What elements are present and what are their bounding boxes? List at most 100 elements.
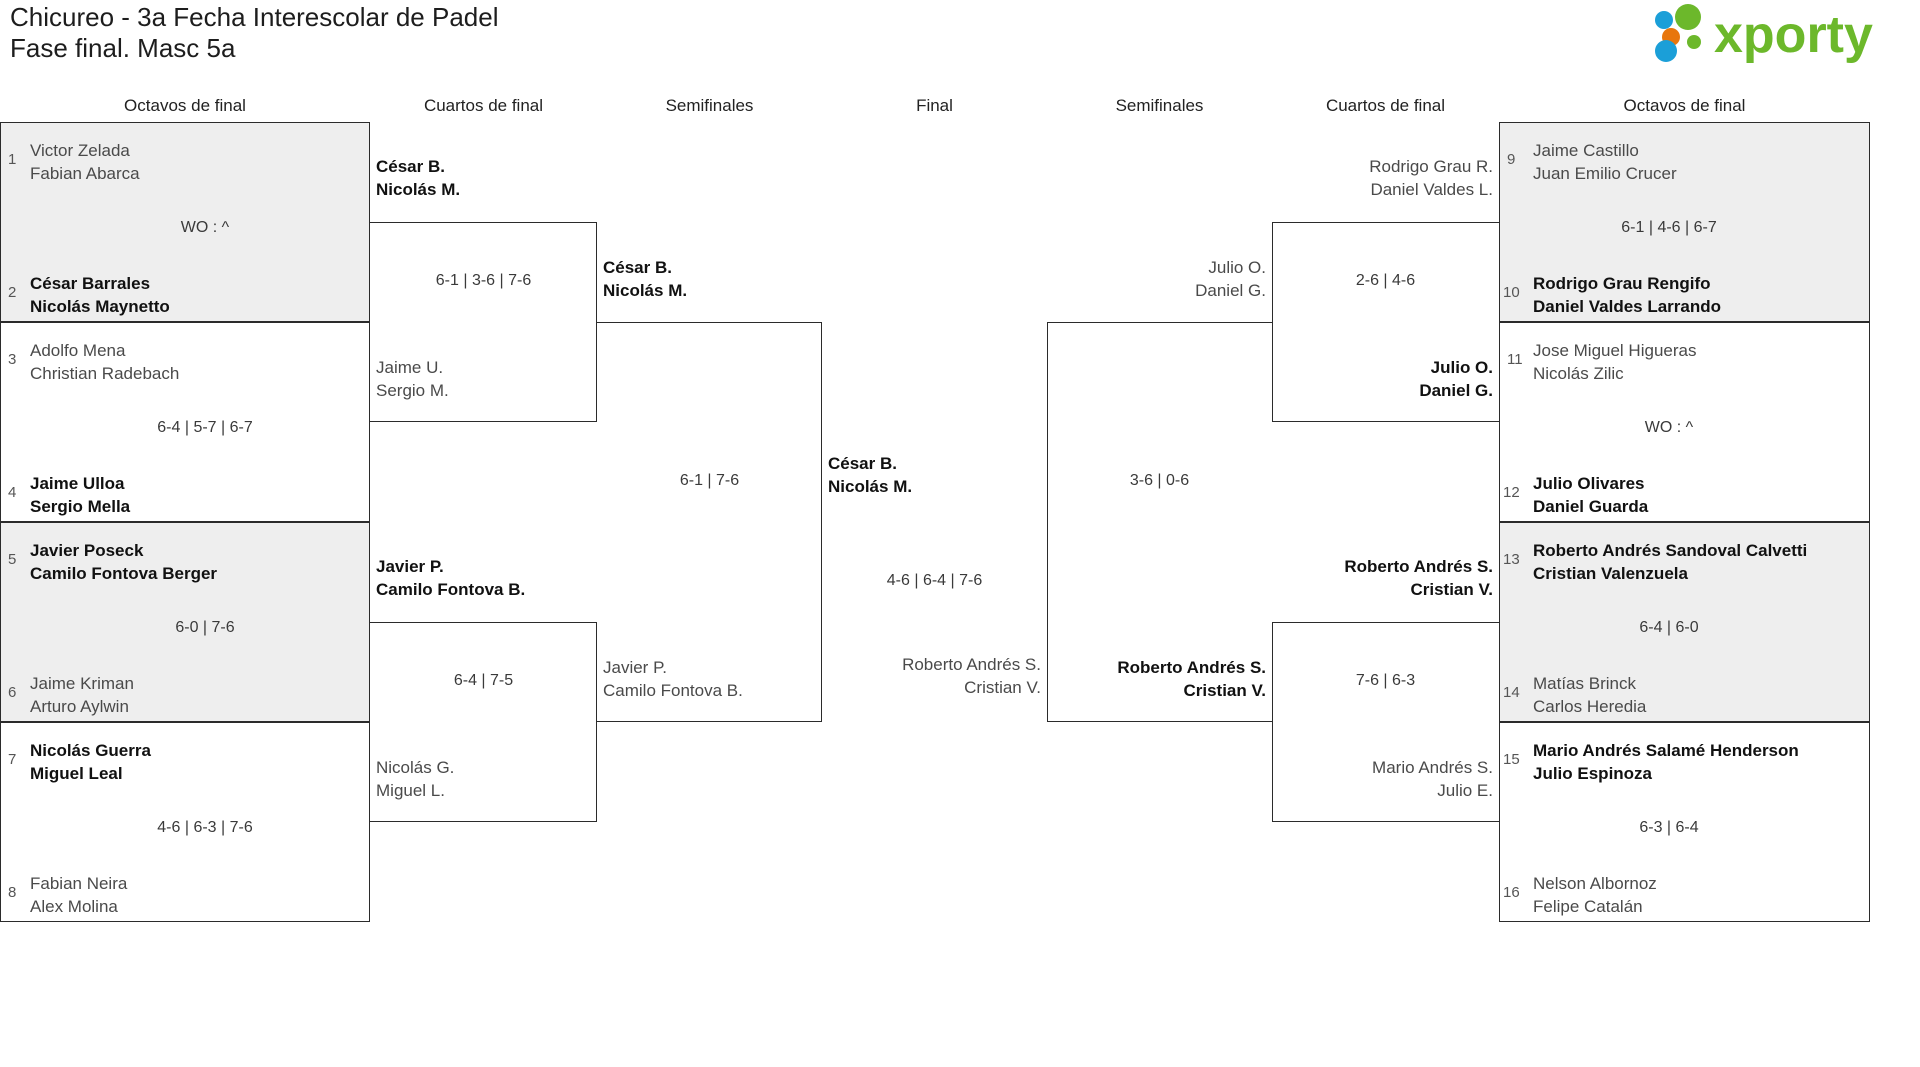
svg-text:xporty: xporty bbox=[1714, 6, 1873, 64]
team-left-sf-top: César B. Nicolás M. bbox=[603, 256, 687, 302]
team-right-11: Jose Miguel Higueras Nicolás Zilic bbox=[1533, 339, 1873, 385]
match-box-right-3[interactable] bbox=[1499, 522, 1870, 722]
round-label-right-r16: Octavos de final bbox=[1623, 96, 1746, 115]
team-right-15: Mario Andrés Salamé Henderson Julio Espi… bbox=[1533, 739, 1878, 785]
player-name: Cristian V. bbox=[964, 678, 1041, 697]
player-name: Nicolás M. bbox=[603, 281, 688, 300]
player-name: César B. bbox=[376, 157, 445, 176]
player-name: Nicolás M. bbox=[376, 180, 461, 199]
player-name: Adolfo Mena bbox=[30, 341, 126, 360]
player-name: Felipe Catalán bbox=[1533, 897, 1643, 916]
player-name: Javier P. bbox=[603, 658, 667, 677]
match-score: 6-4 | 7-5 bbox=[453, 672, 514, 689]
team-right-sf-bot: Roberto Andrés S. Cristian V. bbox=[1047, 656, 1266, 702]
player-name: Jaime Ulloa bbox=[30, 474, 125, 493]
seed-number: 5 bbox=[8, 551, 17, 568]
player-name: Camilo Fontova B. bbox=[376, 580, 526, 599]
team-left-2: César Barrales Nicolás Maynetto bbox=[30, 272, 1912, 318]
title-line-1: Chicureo - 3a Fecha Interescolar de Pade… bbox=[10, 2, 499, 32]
player-name: César B. bbox=[828, 454, 897, 473]
team-left-4: Jaime Ulloa Sergio Mella bbox=[30, 472, 1912, 518]
round-label-left-qf: Cuartos de final bbox=[423, 96, 544, 115]
player-name: Mario Andrés S. bbox=[1372, 758, 1493, 777]
match-box-right-1[interactable] bbox=[1499, 122, 1870, 322]
match-box-left-sf[interactable] bbox=[597, 322, 822, 722]
xporty-logo: xporty bbox=[1646, 4, 1896, 64]
match-box-left-1[interactable] bbox=[0, 122, 370, 322]
player-name: Victor Zelada bbox=[30, 141, 130, 160]
team-left-sf-bot: Javier P. Camilo Fontova B. bbox=[603, 656, 743, 702]
match-score: 4-6 | 6-4 | 7-6 bbox=[886, 572, 983, 589]
player-name: Roberto Andrés Sandoval Calvetti bbox=[1533, 541, 1808, 560]
player-name: Rodrigo Grau R. bbox=[1369, 157, 1493, 176]
match-box-left-4[interactable] bbox=[0, 722, 370, 922]
player-name: Daniel Guarda bbox=[1533, 497, 1649, 516]
player-name: Sergio M. bbox=[376, 381, 449, 400]
seed-number: 15 bbox=[1503, 751, 1520, 768]
player-name: Jose Miguel Higueras bbox=[1533, 341, 1697, 360]
seed-number: 7 bbox=[8, 751, 17, 768]
player-name: Fabian Abarca bbox=[30, 164, 140, 183]
match-box-right-qf-1[interactable] bbox=[1272, 222, 1499, 422]
match-box-left-3[interactable] bbox=[0, 522, 370, 722]
player-name: Fabian Neira bbox=[30, 874, 128, 893]
player-name: Miguel L. bbox=[376, 781, 445, 800]
team-final-top: César B. Nicolás M. bbox=[828, 452, 912, 498]
seed-number: 3 bbox=[8, 351, 17, 368]
match-score: 2-6 | 4-6 bbox=[1355, 272, 1416, 289]
player-name: Sergio Mella bbox=[30, 497, 131, 516]
match-score: 6-1 | 4-6 | 6-7 bbox=[1621, 219, 1717, 236]
match-score: 6-1 | 7-6 bbox=[679, 472, 740, 489]
player-name: Julio O. bbox=[1208, 258, 1266, 277]
match-box-right-qf-2[interactable] bbox=[1272, 622, 1499, 822]
match-score: 4-6 | 6-3 | 7-6 bbox=[157, 819, 253, 836]
round-label-left-sf: Semifinales bbox=[665, 96, 754, 115]
match-score: 7-6 | 6-3 bbox=[1355, 672, 1416, 689]
player-name: César B. bbox=[603, 258, 672, 277]
team-right-14: Matías Brinck Carlos Heredia bbox=[1533, 672, 1873, 718]
page-title: Chicureo - 3a Fecha Interescolar de Pade… bbox=[10, 2, 499, 64]
match-score: 6-3 | 6-4 bbox=[1639, 819, 1699, 836]
player-name: Nicolás M. bbox=[828, 477, 913, 496]
round-label-final: Final bbox=[916, 96, 953, 115]
player-name: Roberto Andrés S. bbox=[902, 655, 1041, 674]
team-right-9: Jaime Castillo Juan Emilio Crucer bbox=[1533, 139, 1873, 185]
team-left-qf2-bot: Nicolás G. Miguel L. bbox=[376, 756, 454, 802]
player-name: Carlos Heredia bbox=[1533, 697, 1647, 716]
team-right-10: Rodrigo Grau Rengifo Daniel Valdes Larra… bbox=[1533, 272, 1873, 318]
team-left-8: Fabian Neira Alex Molina bbox=[30, 872, 1912, 918]
match-score: WO : ^ bbox=[180, 219, 230, 236]
match-box-left-qf-1[interactable] bbox=[370, 222, 597, 422]
team-right-qf2-bot: Mario Andrés S. Julio E. bbox=[1272, 756, 1493, 802]
team-right-16: Nelson Albornoz Felipe Catalán bbox=[1533, 872, 1873, 918]
team-left-5: Javier Poseck Camilo Fontova Berger bbox=[30, 539, 1912, 585]
match-box-right-2[interactable] bbox=[1499, 322, 1870, 522]
match-box-left-qf-2[interactable] bbox=[370, 622, 597, 822]
team-right-qf1-bot: Julio O. Daniel G. bbox=[1272, 356, 1493, 402]
player-name: Arturo Aylwin bbox=[30, 697, 129, 716]
team-right-qf1-top: Rodrigo Grau R. Daniel Valdes L. bbox=[1272, 155, 1493, 201]
match-box-right-sf[interactable] bbox=[1047, 322, 1272, 722]
player-name: Juan Emilio Crucer bbox=[1533, 164, 1677, 183]
player-name: Christian Radebach bbox=[30, 364, 180, 383]
team-left-1: Victor Zelada Fabian Abarca bbox=[30, 139, 1912, 185]
player-name: Julio Espinoza bbox=[1533, 764, 1653, 783]
player-name: Rodrigo Grau Rengifo bbox=[1533, 274, 1711, 293]
match-score: 6-4 | 6-0 bbox=[1639, 619, 1699, 636]
player-name: Jaime Castillo bbox=[1533, 141, 1639, 160]
seed-number: 13 bbox=[1503, 551, 1520, 568]
match-score: WO : ^ bbox=[1644, 419, 1694, 436]
match-box-left-2[interactable] bbox=[0, 322, 370, 522]
match-score: 6-0 | 7-6 bbox=[175, 619, 235, 636]
seed-number: 2 bbox=[8, 284, 17, 301]
player-name: Jaime U. bbox=[376, 358, 444, 377]
match-box-right-4[interactable] bbox=[1499, 722, 1870, 922]
page-header: Chicureo - 3a Fecha Interescolar de Pade… bbox=[0, 0, 1920, 90]
seed-number: 4 bbox=[8, 484, 17, 501]
player-name: Camilo Fontova Berger bbox=[30, 564, 218, 583]
player-name: Roberto Andrés S. bbox=[1117, 658, 1266, 677]
team-left-6: Jaime Kriman Arturo Aylwin bbox=[30, 672, 1912, 718]
team-right-qf2-top: Roberto Andrés S. Cristian V. bbox=[1272, 555, 1493, 601]
team-right-13: Roberto Andrés Sandoval Calvetti Cristia… bbox=[1533, 539, 1878, 585]
seed-number: 9 bbox=[1507, 151, 1516, 168]
